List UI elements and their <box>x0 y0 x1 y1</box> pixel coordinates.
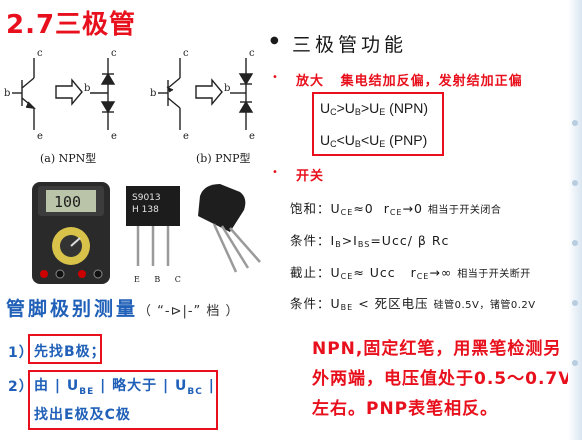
npn-e2-label: e <box>111 131 117 142</box>
amplify-desc: 集电结加反偏，发射结加正偏 <box>340 74 523 89</box>
pnp-diagram: c b e c b e <box>150 48 255 142</box>
pnp-formula-label: PNP <box>393 132 423 148</box>
chip-top-text: S9013 <box>132 193 161 203</box>
cutoff-line: 截止：UCE≈ Ucc rCE→∞ 相当于开关断开 <box>290 265 531 281</box>
condition2-text: < 死区电压 <box>358 296 429 311</box>
npn-e-label: e <box>37 131 43 142</box>
npn-c-label: c <box>37 48 43 59</box>
step1-text-wrap: 先找B极； <box>34 341 106 361</box>
step2-box <box>28 370 218 430</box>
meter-display-text: 100 <box>54 193 81 211</box>
condition2-label: 条件： <box>290 296 331 311</box>
pnp-b-label: b <box>150 88 156 99</box>
slide-edge-decoration <box>568 0 582 440</box>
npn-b2-label: b <box>84 83 90 94</box>
step2-text-b: 略大于 <box>112 378 158 394</box>
functions-heading: 三极管功能 <box>292 34 408 56</box>
measure-heading-text: 管脚极别测量 <box>6 298 139 320</box>
saturation-value: ≈0 <box>353 201 374 216</box>
bullet-dot-red: • <box>272 72 278 83</box>
step2-line1: 由 | UBE | 略大于 | UBC | <box>34 378 215 397</box>
measure-heading-sub: （ “-⊳|-” 档 ） <box>138 304 240 319</box>
edge-dot <box>572 300 578 306</box>
edge-dot <box>572 240 578 246</box>
cutoff-label: 截止： <box>290 265 331 280</box>
condition1-label: 条件： <box>290 233 331 248</box>
amplify-label: 放大 <box>296 74 325 89</box>
edge-dot <box>572 120 578 126</box>
transistor-angled-image <box>198 184 261 273</box>
condition1-line: 条件：IB>IBS=Ucc/ β Rc <box>290 233 450 249</box>
switch-label: 开关 <box>296 169 325 184</box>
npn-c2-label: c <box>111 48 117 59</box>
step1-box <box>28 334 102 364</box>
pnp-formula: UC<UB<UE (PNP) <box>320 132 428 149</box>
step1-num: 1） <box>8 345 34 361</box>
cutoff-value: ≈ Ucc <box>353 265 396 280</box>
pnp-e-label: e <box>183 131 189 142</box>
condition1-text: Ucc/ β Rc <box>381 233 450 248</box>
cutoff-note: 相当于开关断开 <box>457 269 531 280</box>
npn-diagram: c b e c b e <box>4 48 117 142</box>
chip-bottom-text: H 138 <box>132 205 159 215</box>
pnp-b2-label: b <box>224 83 230 94</box>
npn-b-label: b <box>4 88 10 99</box>
bullet-dot-red-2: • <box>272 167 278 178</box>
npn-formula: UC>UB>UE (NPN) <box>320 100 429 117</box>
npn-formula-label: NPN <box>393 100 424 116</box>
npn-caption: (a) NPN型 <box>40 152 97 165</box>
saturation-line: 饱和：UCE≈0 rCE→0 相当于开关闭合 <box>290 201 502 217</box>
npn-measure-note: NPN,固定红笔，用黑笔检测另外两端，电压值处于0.5～0.7V左右。PNP表笔… <box>312 339 573 419</box>
measure-heading: 管脚极别测量（ “-⊳|-” 档 ） <box>6 294 240 321</box>
edge-dot <box>572 360 578 366</box>
step2-line2: 找出E极及C极 <box>34 407 131 423</box>
multimeter-image: 100 <box>32 182 110 284</box>
saturation-r: →0 <box>402 201 423 216</box>
pnp-c-label: c <box>183 48 189 59</box>
formula-box <box>312 92 444 156</box>
condition2-note: 硅管0.5V，锗管0.2V <box>433 300 536 311</box>
step2-text-a: 由 <box>34 378 49 394</box>
edge-dot <box>572 180 578 186</box>
saturation-note: 相当于开关闭合 <box>427 205 502 216</box>
pnp-e2-label: e <box>249 131 255 142</box>
page-title: 2.7三极管 <box>6 10 137 40</box>
step1-text: 先找B极； <box>34 344 106 360</box>
pnp-caption: (b) PNP型 <box>196 152 251 165</box>
pin-labels: E B C <box>134 275 187 284</box>
bullet-dot: ● <box>270 35 279 46</box>
step-2: 2） <box>8 376 34 396</box>
condition2-line: 条件：UBE < 死区电压 硅管0.5V，锗管0.2V <box>290 296 536 312</box>
pnp-c2-label: c <box>249 48 255 59</box>
cutoff-r: →∞ <box>429 265 453 280</box>
step-1: 1） <box>8 342 34 362</box>
amplify-line: 放大 集电结加反偏，发射结加正偏 <box>296 70 523 89</box>
saturation-label: 饱和： <box>290 201 331 216</box>
step2-num: 2） <box>8 379 34 395</box>
transistor-s9013-image: S9013 H 138 <box>126 186 180 266</box>
